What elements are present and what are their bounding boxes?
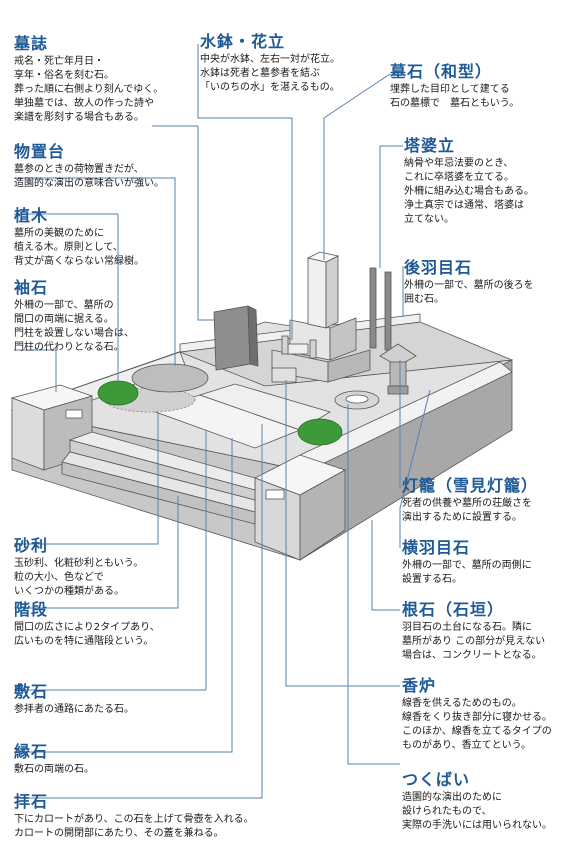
shrub-right xyxy=(297,418,343,446)
label-toba-title: 塔婆立 xyxy=(404,136,456,155)
label-toro-body: 死者の供養や墓所の荘厳さを 演出するために設置する。 xyxy=(402,498,532,523)
label-neishi: 根石（石垣） 羽目石の土台になる石。隣に 墓所があり この部分が見えない 場合は… xyxy=(402,600,545,663)
label-boshi-title: 墓誌 xyxy=(14,34,49,53)
label-haiseki: 拝石 下にカロートがあり、この石を上げて骨壺を入れる。 カロートの開閉部にあたり… xyxy=(14,792,254,841)
label-ushiro: 後羽目石 外柵の一部で、墓所の後ろを 囲む石。 xyxy=(404,258,534,307)
leader-line-monooki xyxy=(14,177,176,366)
label-ueki: 植木 墓所の美観のために 植える木。原則として、 背丈が高くならない常緑樹。 xyxy=(14,206,144,269)
label-yoko-title: 横羽目石 xyxy=(402,538,471,557)
label-tsukubai: つくばい 造園的な演出のために 設けられたもので、 実際の手洗いには用いられない… xyxy=(402,770,552,833)
shrub-left xyxy=(97,380,139,406)
water-basin xyxy=(287,343,309,355)
trees xyxy=(97,380,343,446)
label-sode: 袖石 外柵の一部で、墓所の 間口の両端に据える。 門柱を設置しない場合は、 門柱… xyxy=(14,278,134,355)
label-haka-wagata-body: 埋葬した目印として建てる 石の墓標で 墓石ともいう。 xyxy=(390,84,520,109)
label-toba-body: 納骨や年忌法要のとき、 これに卒塔婆を立てる。 外柵に組み込む場合もある。 浄土… xyxy=(404,158,534,225)
label-yoko: 横羽目石 外柵の一部で、墓所の両側に 設置する石。 xyxy=(402,538,532,587)
label-shikiishi-title: 敷石 xyxy=(14,682,49,701)
left-pillar-plate xyxy=(65,409,83,419)
flower-stand xyxy=(281,335,289,355)
label-ueki-title: 植木 xyxy=(14,206,49,225)
label-mizubachi-body: 中央が水鉢、左右一対が花立。 水鉢は死者と墓参者を結ぶ 「いのちの水」を湛えるも… xyxy=(200,54,340,93)
label-yoko-body: 外柵の一部で、墓所の両側に 設置する石。 xyxy=(402,560,532,585)
tombstone-pillar-side xyxy=(325,255,339,329)
label-kaidan: 階段 間口の広さにより2タイプあり、 広いものを特に通階段という。 xyxy=(14,600,160,649)
label-monooki: 物置台 墓参のときの荷物置きだが、 造園的な演出の意味合いが強い。 xyxy=(14,142,164,191)
label-ushiro-body: 外柵の一部で、墓所の後ろを 囲む石。 xyxy=(404,280,534,305)
tombstone-pillar-top xyxy=(306,251,340,263)
label-jari-title: 砂利 xyxy=(14,536,49,555)
label-ushiro-title: 後羽目石 xyxy=(404,258,473,277)
label-ueki-body: 墓所の美観のために 植える木。原則として、 背丈が高くならない常緑樹。 xyxy=(14,228,144,267)
label-monooki-title: 物置台 xyxy=(14,142,66,161)
paving-stone xyxy=(198,383,331,431)
snow-lantern-leg xyxy=(387,385,409,395)
label-jari: 砂利 玉砂利、化粧砂利ともいう。 粒の大小、色などで いくつかの種類がある。 xyxy=(14,536,143,599)
label-haka-wagata: 墓石（和型） 埋葬した目印として建てる 石の墓標で 墓石ともいう。 xyxy=(390,62,519,111)
leader-line-kaidan xyxy=(14,496,179,609)
label-fuchi-title: 縁石 xyxy=(14,742,49,761)
label-kaidan-body: 間口の広さにより2タイプあり、 広いものを特に通階段という。 xyxy=(14,622,160,647)
label-koro-title: 香炉 xyxy=(402,676,437,695)
offering-shelf-stone xyxy=(131,363,209,393)
left-pillar-front xyxy=(11,397,45,471)
right-pillar-plate xyxy=(265,489,285,500)
leader-line-tsukubai xyxy=(347,404,400,765)
label-monooki-body: 墓参のときの荷物置きだが、 造園的な演出の意味合いが強い。 xyxy=(14,164,164,189)
label-mizubachi: 水鉢・花立 中央が水鉢、左右一対が花立。 水鉢は死者と墓参者を結ぶ 「いのちの水… xyxy=(200,32,340,95)
label-koro-body: 線香を供えるためのもの。 線香をくり抜き部分に寝かせる。 このほか、線香を立てる… xyxy=(402,698,552,751)
snow-lantern-body xyxy=(389,361,407,387)
leader-line-neishi xyxy=(371,520,400,611)
leader-line-shikiishi xyxy=(14,430,207,691)
leader-line-koro xyxy=(285,380,400,687)
label-boshi: 墓誌 戒名・死亡年月日・ 享年・俗名を刻む石。 葬った順に右側より刻んでゆく。 … xyxy=(14,34,163,125)
epitaph-slab-front xyxy=(213,305,251,371)
incense-burner xyxy=(271,367,297,383)
label-sode-title: 袖石 xyxy=(14,278,49,297)
label-neishi-title: 根石（石垣） xyxy=(402,600,505,619)
label-haiseki-body: 下にカロートがあり、この石を上げて骨壺を入れる。 カロートの開閉部にあたり、その… xyxy=(14,814,254,839)
label-toro: 灯籠（雪見灯籠） 死者の供養や墓所の荘厳さを 演出するために設置する。 xyxy=(402,476,538,525)
water-basin-tsukubai-hole xyxy=(345,394,369,404)
leader-line-toba xyxy=(379,145,403,268)
label-mizubachi-title: 水鉢・花立 xyxy=(200,32,286,51)
leader-line-yoko xyxy=(399,389,431,548)
label-neishi-body: 羽目石の土台になる石。隣に 墓所があり この部分が見えない 場合は、コンクリート… xyxy=(402,622,546,661)
label-haiseki-title: 拝石 xyxy=(14,792,49,811)
tombstone-base-side xyxy=(327,349,371,383)
tombstone-mid-side xyxy=(329,317,357,361)
label-toba: 塔婆立 納骨や年忌法要のとき、 これに卒塔婆を立てる。 外柵に組み込む場合もある… xyxy=(404,136,534,227)
label-tsukubai-body: 造園的な演出のために 設けられたもので、 実際の手洗いには用いられない。 xyxy=(402,792,552,831)
label-sode-body: 外柵の一部で、墓所の 間口の両端に据える。 門柱を設置しない場合は、 門柱の代わ… xyxy=(14,300,134,353)
epitaph-slab-side xyxy=(247,305,259,367)
leader-line-haka xyxy=(323,73,391,260)
label-tsukubai-title: つくばい xyxy=(402,770,471,789)
label-jari-body: 玉砂利、化粧砂利ともいう。 粒の大小、色などで いくつかの種類がある。 xyxy=(14,558,144,597)
label-shikiishi-body: 参拝者の通路にあたる石。 xyxy=(14,704,134,715)
leader-line-haiseki xyxy=(14,424,263,799)
label-fuchi: 縁石 敷石の両端の石。 xyxy=(14,742,94,777)
label-boshi-body: 戒名・死亡年月日・ 享年・俗名を刻む石。 葬った順に右側より刻んでゆく。 単独墓… xyxy=(14,56,164,123)
label-shikiishi: 敷石 参拝者の通路にあたる石。 xyxy=(14,682,134,717)
leader-line-jari xyxy=(14,412,159,545)
leader-line-ueki xyxy=(14,213,119,382)
label-fuchi-body: 敷石の両端の石。 xyxy=(14,764,94,775)
leader-line-fuchi xyxy=(14,438,233,753)
flower-stand xyxy=(309,339,317,359)
stupa-stand-post xyxy=(384,271,392,351)
tombstone-pillar-front xyxy=(307,257,327,329)
leader-lines xyxy=(14,44,431,799)
label-koro: 香炉 線香を供えるためのもの。 線香をくり抜き部分に寝かせる。 このほか、線香を… xyxy=(402,676,552,753)
leader-line-sode xyxy=(14,349,57,392)
leader-line-boshi xyxy=(152,125,214,321)
label-toro-title: 灯籠（雪見灯籠） xyxy=(402,476,539,495)
right-pillar-side xyxy=(299,469,346,561)
label-haka-wagata-title: 墓石（和型） xyxy=(390,62,493,81)
leader-line-mizubachi xyxy=(197,44,293,340)
label-kaidan-title: 階段 xyxy=(14,600,49,619)
stupa-stand-post xyxy=(369,267,377,349)
